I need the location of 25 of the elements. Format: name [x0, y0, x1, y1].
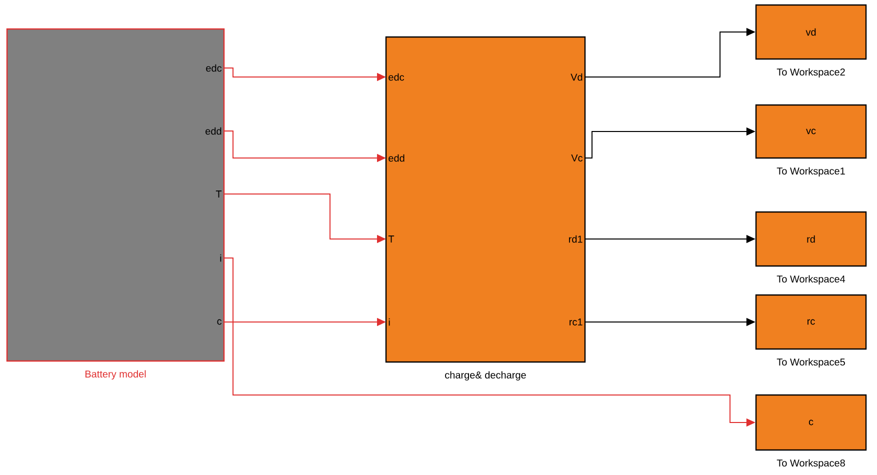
block-caption: Battery model: [85, 370, 146, 380]
block: rd: [755, 211, 867, 267]
port-label: T: [388, 236, 394, 242]
port-label: rd1: [569, 235, 582, 243]
port-label: i: [220, 254, 222, 262]
block: rc: [755, 294, 867, 350]
block-caption: To Workspace1: [776, 167, 845, 177]
port-label: edc: [206, 64, 222, 72]
block: c: [755, 394, 867, 451]
block-caption: To Workspace2: [776, 68, 845, 78]
port-label: edd: [388, 154, 404, 162]
block-caption: To Workspace4: [776, 275, 846, 285]
block-caption: charge& decharge: [445, 371, 526, 381]
port-label: edd: [206, 127, 222, 135]
port-label: i: [388, 318, 390, 326]
port-label: edc: [388, 73, 404, 81]
port-label: rc1: [570, 318, 582, 326]
port-label: Vd: [570, 73, 582, 81]
port-label: T: [216, 190, 222, 198]
block-caption: To Workspace8: [776, 459, 845, 469]
block-caption: To Workspace5: [776, 358, 845, 368]
block: vd: [755, 4, 867, 60]
port-label: c: [217, 319, 222, 325]
port-label: Vc: [571, 154, 583, 162]
block: vc: [755, 104, 867, 159]
